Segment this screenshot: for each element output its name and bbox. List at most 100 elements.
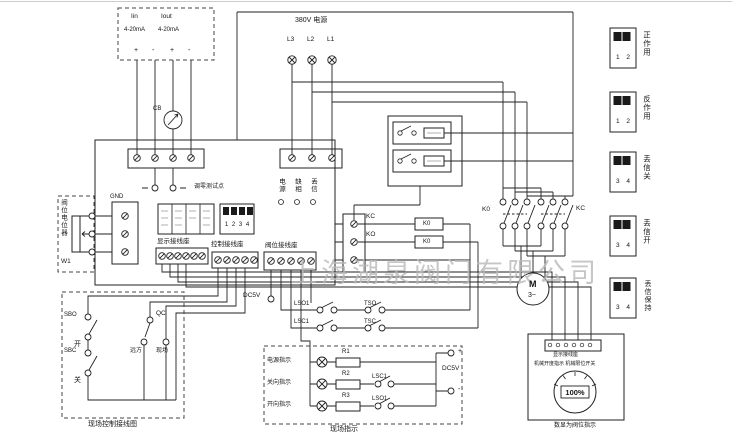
field-control-caption: 现场控制接线图 bbox=[88, 421, 137, 428]
iout-label: Iout bbox=[161, 13, 172, 20]
resistor-r1 bbox=[335, 357, 361, 368]
field-control-box bbox=[61, 291, 185, 419]
resistor-r2 bbox=[335, 379, 361, 390]
relay-2 bbox=[392, 149, 452, 173]
cb-meter bbox=[163, 110, 183, 130]
dc5v-plus-label: + bbox=[458, 348, 463, 355]
solid-boxes bbox=[71, 27, 637, 421]
lsc1-indication-label: LSC1 bbox=[372, 374, 388, 380]
signal-loss-led bbox=[310, 199, 316, 205]
r3-label: R3 bbox=[342, 393, 350, 399]
resistor-r3 bbox=[335, 401, 361, 412]
motor-symbol bbox=[516, 272, 550, 306]
gnd-terminal-block bbox=[111, 201, 139, 265]
analog-input-box bbox=[117, 7, 215, 61]
lso1-indication-label: LSO1 bbox=[372, 396, 388, 402]
polarity-minus-1: - bbox=[152, 47, 155, 54]
indicator-connector-strip bbox=[544, 339, 602, 352]
legend-label-direct: 正作用 bbox=[642, 31, 652, 57]
k0-coil-2 bbox=[414, 235, 444, 249]
legend-dip-1 bbox=[609, 27, 637, 69]
relay-unit-box bbox=[387, 115, 463, 187]
power-title: 380V 电源 bbox=[295, 17, 328, 24]
contactor-kc-label: KC bbox=[576, 205, 586, 212]
k0-coil-1-label: K0 bbox=[423, 221, 431, 227]
power-led-label: 电源 bbox=[277, 178, 285, 193]
relay-1-coil bbox=[423, 127, 445, 139]
legend-dip-5 bbox=[609, 277, 637, 319]
dip-switch-block bbox=[219, 203, 255, 235]
status-leds bbox=[278, 199, 316, 205]
legend-label-reverse: 反作用 bbox=[642, 95, 652, 121]
close-indication-label: 关向指示 bbox=[267, 380, 292, 386]
lso1-label: LSO1 bbox=[294, 301, 310, 307]
position-dial bbox=[553, 370, 597, 414]
potentiometer-resistor bbox=[71, 215, 81, 253]
k0-coil-2-label: K0 bbox=[423, 239, 431, 245]
legend-label-fail-hold: 丢信保持 bbox=[644, 280, 651, 312]
polarity-plus-1: + bbox=[134, 47, 139, 54]
legend-dip-4 bbox=[609, 215, 637, 257]
field-indication-box bbox=[263, 345, 463, 425]
dashed-boxes bbox=[57, 7, 463, 425]
dc5v-bottom-label: DC5V bbox=[442, 365, 460, 372]
indicator-lamps bbox=[316, 356, 328, 412]
phase-loss-led bbox=[294, 199, 300, 205]
gnd-label: GND bbox=[110, 194, 124, 200]
display-block-label: 显示接线座 bbox=[157, 238, 190, 245]
open-indication-label: 开向指示 bbox=[267, 402, 292, 408]
dip-numbers: 1 2 3 4 bbox=[224, 222, 250, 228]
r1-label: R1 bbox=[342, 349, 350, 355]
company-watermark: 上海湖泉阀门有限公司 bbox=[290, 258, 600, 288]
local-label: 现场 bbox=[156, 348, 169, 354]
position-indicator-box bbox=[527, 333, 625, 421]
potentiometer-ref: W1 bbox=[61, 258, 71, 265]
legend-nums-1: 1 2 bbox=[615, 54, 631, 61]
motor-phase-label: 3~ bbox=[528, 292, 536, 299]
phase-l2-label: L2 bbox=[307, 36, 315, 43]
r2-label: R2 bbox=[342, 371, 350, 377]
phase-l1-label: L1 bbox=[327, 36, 335, 43]
lsc1-label: LSC1 bbox=[294, 319, 310, 325]
motor-m-label: M bbox=[529, 279, 537, 289]
polarity-plus-2: + bbox=[170, 47, 175, 54]
phase-l3-label: L3 bbox=[287, 36, 295, 43]
open-label: 开 bbox=[74, 341, 81, 348]
legend-nums-2: 1 2 bbox=[615, 118, 631, 125]
field-indication-caption: 现场指示 bbox=[330, 426, 358, 433]
screw-terminals bbox=[121, 55, 358, 265]
indicator-connector-label: 显示接线座 bbox=[553, 352, 579, 358]
iin-range-label: 4-20mA bbox=[124, 27, 146, 33]
power-terminal-strip bbox=[279, 148, 343, 169]
legend-dip-3 bbox=[609, 151, 637, 193]
control-terminal-strip bbox=[211, 251, 259, 269]
k0-coil-1 bbox=[414, 217, 444, 231]
sbo-label: SBO bbox=[64, 312, 77, 318]
legend-nums-5: 3 4 bbox=[615, 304, 631, 311]
relay-contacts bbox=[397, 125, 417, 164]
legend-nums-4: 3 4 bbox=[615, 242, 631, 249]
polarity-minus-2: - bbox=[188, 47, 191, 54]
relay-1 bbox=[392, 121, 452, 145]
relay-terminal-column bbox=[342, 213, 366, 273]
relay-2-coil bbox=[423, 155, 445, 167]
potentiometer-label: 阀位电位器 bbox=[59, 199, 67, 237]
phase-loss-led-label: 缺相 bbox=[293, 178, 301, 193]
dip-actuators bbox=[223, 32, 631, 291]
tsc-label: TSC bbox=[364, 319, 376, 325]
iout-range-label: 4-20mA bbox=[158, 27, 180, 33]
analog-terminal-strip bbox=[127, 148, 205, 169]
iin-label: Iin bbox=[131, 13, 138, 20]
cb-label: CB bbox=[153, 106, 162, 112]
dip-table-detail bbox=[161, 132, 441, 234]
tso-label: TSO bbox=[364, 301, 377, 307]
main-board-box bbox=[94, 139, 336, 286]
zero-test-label: 调零测试点 bbox=[194, 184, 225, 190]
ko-label: KO bbox=[366, 231, 376, 238]
legend-nums-3: 3 4 bbox=[615, 178, 631, 185]
display-terminal-strip bbox=[155, 247, 209, 265]
legend-label-fail-close: 丢信关 bbox=[642, 155, 652, 181]
indicator-percent: 100% bbox=[565, 388, 585, 397]
